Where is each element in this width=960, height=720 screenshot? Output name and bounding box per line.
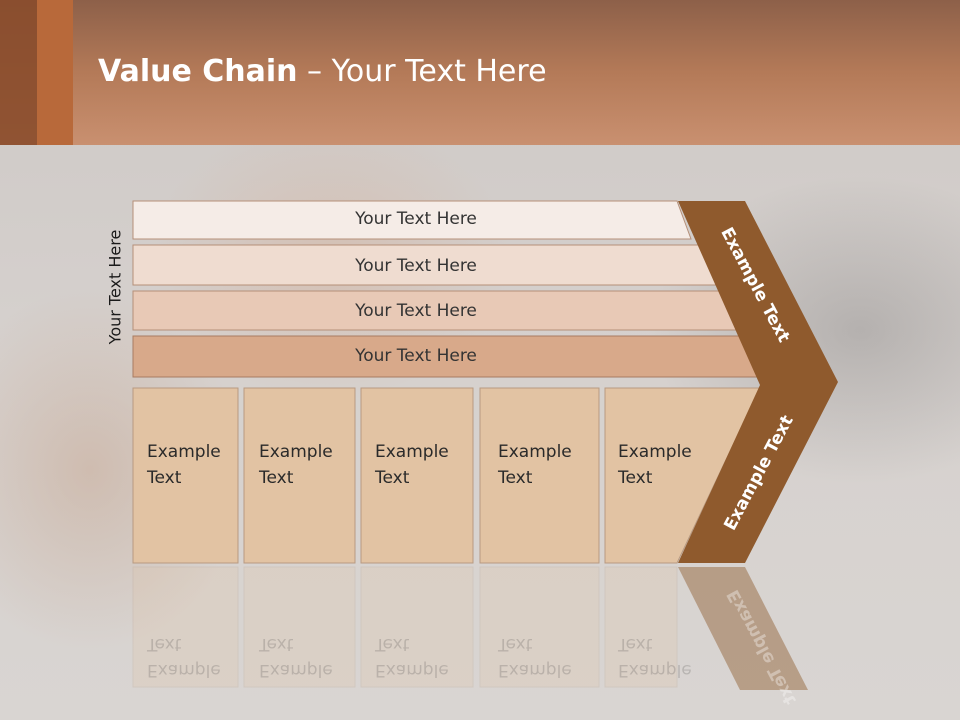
slide-title[interactable]: Value Chain – Your Text Here	[98, 54, 547, 89]
cell-reflection-3	[360, 566, 474, 688]
cell-3-refl-line-2: Text	[375, 634, 410, 654]
cell-5-line-2: Text	[618, 468, 653, 488]
cell-3-line-1: Example	[375, 442, 449, 462]
row-label-1[interactable]: Your Text Here	[355, 209, 477, 229]
cell-1-refl-line-1: Example	[147, 660, 221, 680]
cell-1-line-1: Example	[147, 442, 221, 462]
cell-5-refl-line-1: Example	[618, 660, 692, 680]
chevron-shape[interactable]	[678, 201, 838, 563]
cell-reflection-4	[479, 566, 600, 688]
cell-reflection-text-1: Example Text	[147, 631, 237, 683]
cell-1-line-2: Text	[147, 468, 182, 488]
cell-4-line-1: Example	[498, 442, 572, 462]
side-label[interactable]: Your Text Here	[105, 229, 125, 345]
row-label-2[interactable]: Your Text Here	[355, 256, 477, 276]
cell-reflection-text-4: Example Text	[498, 631, 588, 683]
cell-5-line-1: Example	[618, 442, 692, 462]
cell-shape-1[interactable]	[132, 387, 239, 564]
cell-reflection-2	[243, 566, 356, 688]
cell-4-refl-line-2: Text	[498, 634, 533, 654]
title-rest: – Your Text Here	[297, 54, 547, 89]
cell-2-refl-line-2: Text	[259, 634, 294, 654]
row-label-4[interactable]: Your Text Here	[355, 346, 477, 366]
title-bold: Value Chain	[98, 54, 298, 89]
reflection-group	[132, 566, 678, 688]
cell-shape-2[interactable]	[243, 387, 356, 564]
cell-4-refl-line-1: Example	[498, 660, 572, 680]
cell-1-refl-line-2: Text	[147, 634, 182, 654]
chevron-reflection	[678, 567, 808, 690]
cell-3-line-2: Text	[375, 468, 410, 488]
cell-reflection-1	[132, 566, 239, 688]
header-accent-light	[37, 0, 73, 145]
title-bar: Value Chain – Your Text Here	[0, 0, 960, 145]
row-shape-1[interactable]	[132, 200, 692, 240]
cell-reflection-5	[604, 566, 678, 688]
cell-shape-4[interactable]	[479, 387, 600, 564]
cell-3-refl-line-1: Example	[375, 660, 449, 680]
cell-shape-3[interactable]	[360, 387, 474, 564]
cell-2-line-1: Example	[259, 442, 333, 462]
cell-shape-5[interactable]	[604, 387, 761, 564]
cell-4-line-2: Text	[498, 468, 533, 488]
cell-5-refl-line-2: Text	[618, 634, 653, 654]
cell-2-refl-line-1: Example	[259, 660, 333, 680]
cell-reflection-text-3: Example Text	[375, 631, 465, 683]
cell-reflection-text-5: Example Text	[618, 631, 708, 683]
row-label-3[interactable]: Your Text Here	[355, 301, 477, 321]
header-accent-dark	[0, 0, 37, 145]
cell-reflection-text-2: Example Text	[259, 631, 349, 683]
cell-2-line-2: Text	[259, 468, 294, 488]
